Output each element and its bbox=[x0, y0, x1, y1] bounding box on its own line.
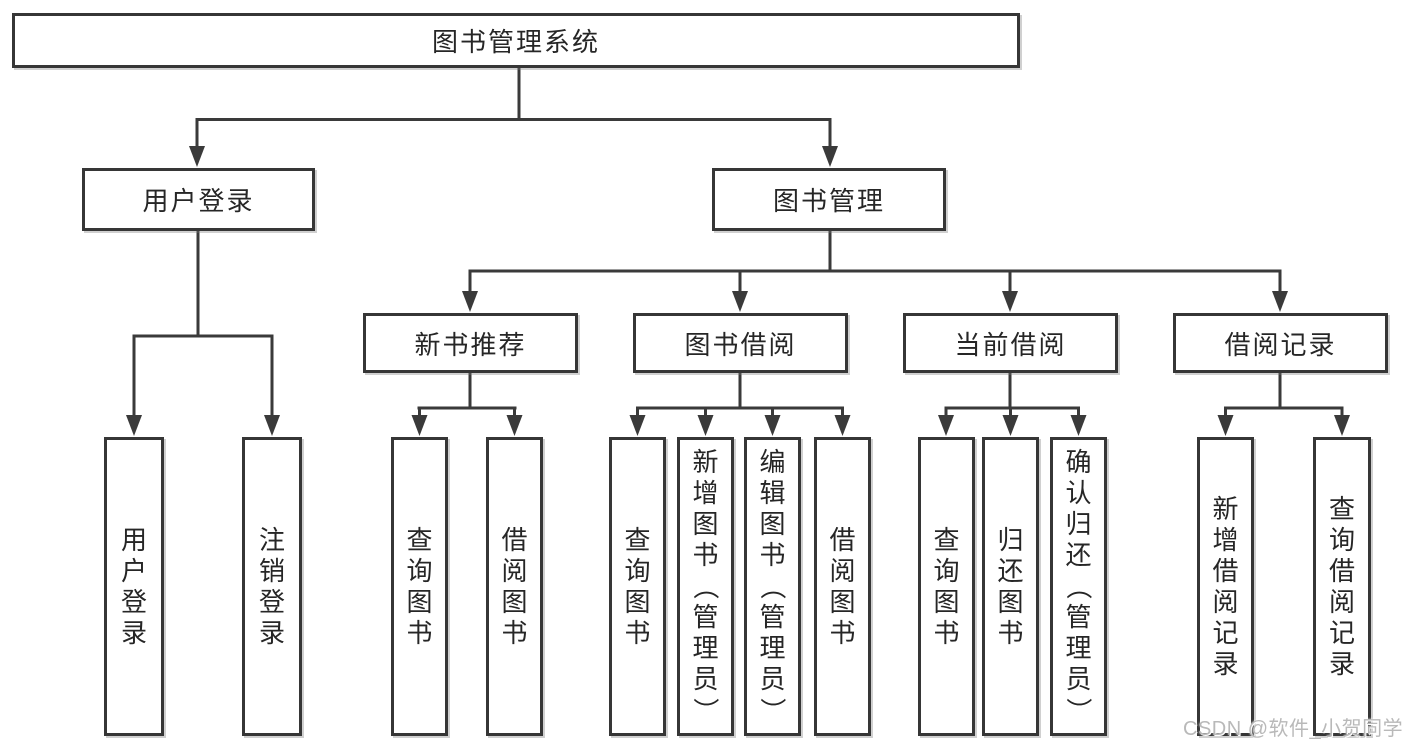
connector-user-login bbox=[126, 231, 280, 436]
node-new-book-recommend-label: 新书推荐 bbox=[414, 329, 527, 360]
leaf-newbook-query: 查询图书 bbox=[391, 437, 448, 736]
arrowhead bbox=[834, 415, 851, 436]
leaf-record-add-label: 新增借阅记录 bbox=[1212, 493, 1239, 679]
arrowhead bbox=[938, 415, 954, 436]
arrowhead bbox=[126, 415, 142, 436]
node-root: 图书管理系统 bbox=[12, 13, 1020, 68]
arrowhead bbox=[732, 291, 748, 312]
arrowhead bbox=[822, 146, 838, 167]
connector-root bbox=[189, 68, 838, 167]
node-book-borrow: 图书借阅 bbox=[633, 313, 848, 373]
node-new-book-recommend: 新书推荐 bbox=[363, 313, 578, 373]
leaf-record-query-label: 查询借阅记录 bbox=[1328, 493, 1355, 679]
arrowhead bbox=[764, 415, 781, 436]
arrowhead bbox=[1272, 291, 1288, 312]
node-book-management-label: 图书管理 bbox=[772, 186, 885, 216]
node-book-management: 图书管理 bbox=[712, 168, 946, 231]
node-book-borrow-label: 图书借阅 bbox=[684, 329, 797, 360]
leaf-borrow-add-admin-label: 新增图书（管理员） bbox=[690, 447, 721, 724]
leaf-record-add: 新增借阅记录 bbox=[1197, 437, 1254, 736]
leaf-borrow-edit-admin: 编辑图书（管理员） bbox=[744, 437, 801, 736]
arrowhead bbox=[1070, 415, 1087, 436]
arrowhead bbox=[1334, 415, 1350, 436]
node-borrow-records-label: 借阅记录 bbox=[1224, 329, 1337, 360]
leaf-current-confirm-admin-label: 确认归还（管理员） bbox=[1063, 447, 1094, 724]
connector-book-management bbox=[462, 231, 1288, 312]
leaf-newbook-borrow: 借阅图书 bbox=[486, 437, 543, 736]
arrowhead bbox=[1217, 415, 1234, 436]
leaf-current-query: 查询图书 bbox=[918, 437, 975, 736]
arrowhead bbox=[697, 415, 714, 436]
connector-new-book bbox=[411, 373, 523, 436]
leaf-borrow-book-label: 借阅图书 bbox=[829, 524, 856, 648]
connector-borrow-records bbox=[1217, 373, 1350, 436]
arrowhead bbox=[1002, 291, 1018, 312]
leaf-logout: 注销登录 bbox=[242, 437, 302, 736]
leaf-record-query: 查询借阅记录 bbox=[1313, 437, 1371, 736]
leaf-user-login: 用户登录 bbox=[104, 437, 164, 736]
arrowhead bbox=[264, 415, 280, 436]
leaf-borrow-query-label: 查询图书 bbox=[624, 524, 651, 648]
leaf-newbook-query-label: 查询图书 bbox=[406, 524, 433, 648]
leaf-borrow-edit-admin-label: 编辑图书（管理员） bbox=[757, 447, 788, 724]
leaf-logout-label: 注销登录 bbox=[258, 524, 285, 648]
node-current-borrow-label: 当前借阅 bbox=[954, 329, 1067, 360]
node-user-login-label: 用户登录 bbox=[142, 186, 255, 216]
leaf-current-return: 归还图书 bbox=[982, 437, 1039, 736]
leaf-borrow-query: 查询图书 bbox=[609, 437, 666, 736]
leaf-borrow-book: 借阅图书 bbox=[814, 437, 871, 736]
leaf-newbook-borrow-label: 借阅图书 bbox=[501, 524, 528, 648]
connector-book-borrow bbox=[629, 373, 851, 436]
csdn-watermark: CSDN @软件_小贺同学 bbox=[1183, 718, 1404, 740]
node-user-login: 用户登录 bbox=[82, 168, 315, 231]
leaf-borrow-add-admin: 新增图书（管理员） bbox=[677, 437, 734, 736]
arrowhead bbox=[411, 415, 428, 436]
arrowhead bbox=[462, 291, 478, 312]
node-borrow-records: 借阅记录 bbox=[1173, 313, 1388, 373]
node-root-label: 图书管理系统 bbox=[431, 27, 600, 57]
arrowhead bbox=[189, 146, 205, 167]
connector-current-borrow bbox=[938, 373, 1087, 436]
leaf-current-return-label: 归还图书 bbox=[997, 524, 1024, 648]
arrowhead bbox=[506, 415, 523, 436]
leaf-current-query-label: 查询图书 bbox=[933, 524, 960, 648]
arrowhead bbox=[629, 415, 646, 436]
node-current-borrow: 当前借阅 bbox=[903, 313, 1118, 373]
leaf-current-confirm-admin: 确认归还（管理员） bbox=[1050, 437, 1107, 736]
arrowhead bbox=[1002, 415, 1019, 436]
leaf-user-login-label: 用户登录 bbox=[120, 524, 147, 648]
